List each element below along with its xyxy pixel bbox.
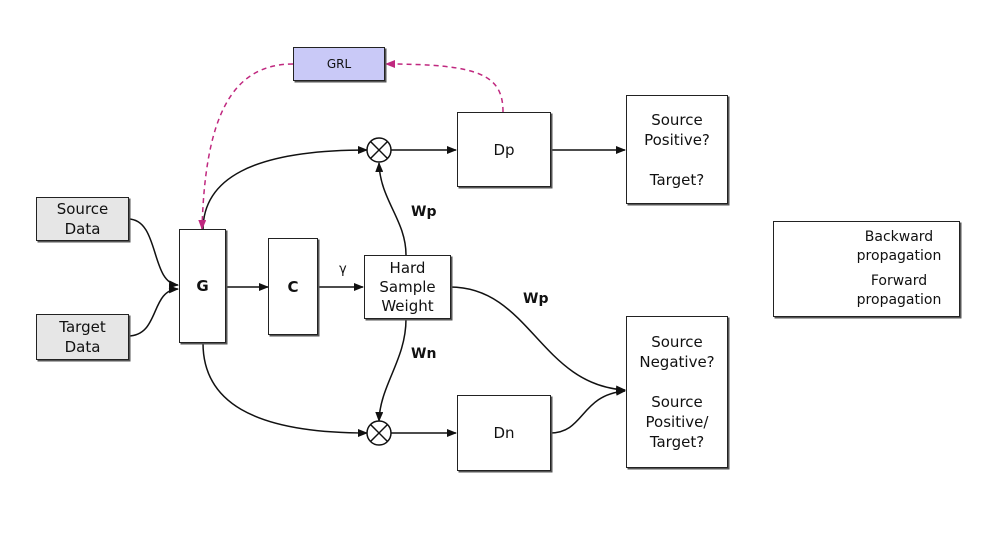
dn-box: Dn bbox=[457, 395, 551, 471]
edge-g-to-mult-top bbox=[202, 146, 368, 231]
edge-hsw-to-mult-top bbox=[375, 162, 407, 256]
positive-output-label: Source Positive? Target? bbox=[644, 110, 710, 189]
multiply-node-top bbox=[366, 137, 392, 163]
edge-source-to-g bbox=[127, 218, 179, 289]
edge-hsw-to-mult-bottom bbox=[375, 318, 407, 422]
wp-upper-label: Wp bbox=[411, 204, 437, 220]
grl-label: GRL bbox=[326, 57, 352, 71]
hard-sample-weight-box: Hard Sample Weight bbox=[364, 255, 451, 319]
negative-output-label: Source Negative? Source Positive/ Target… bbox=[639, 333, 715, 451]
legend-forward-label: Forward propagation bbox=[856, 273, 942, 308]
multiply-node-bottom bbox=[366, 420, 392, 446]
g-box: G bbox=[179, 229, 226, 343]
target-data-label: Target Data bbox=[59, 318, 106, 356]
edge-dn-to-output bbox=[549, 387, 626, 434]
target-data-box: Target Data bbox=[36, 314, 129, 360]
gamma-label: γ bbox=[339, 262, 347, 277]
legend-box: Backward propagation Forward propagation bbox=[773, 221, 960, 317]
edge-g-to-mult-bottom bbox=[202, 342, 368, 437]
dp-label: Dp bbox=[493, 140, 515, 159]
dn-label: Dn bbox=[493, 424, 515, 442]
g-label: G bbox=[196, 277, 209, 295]
source-data-box: Source Data bbox=[36, 197, 129, 241]
edge-dp-to-grl-backward bbox=[385, 60, 504, 113]
hard-sample-weight-label: Hard Sample Weight bbox=[379, 258, 436, 315]
c-label: C bbox=[287, 277, 299, 296]
positive-output-box: Source Positive? Target? bbox=[626, 95, 728, 204]
source-data-label: Source Data bbox=[56, 200, 109, 238]
edge-grl-to-g-backward bbox=[198, 63, 294, 230]
edge-target-to-g bbox=[127, 285, 179, 337]
grl-box: GRL bbox=[293, 47, 385, 81]
wp-right-label: Wp bbox=[523, 291, 549, 307]
dp-box: Dp bbox=[457, 112, 551, 187]
edge-hsw-to-negative-output bbox=[449, 286, 626, 394]
negative-output-box: Source Negative? Source Positive/ Target… bbox=[626, 316, 728, 468]
legend-backward-label: Backward propagation bbox=[856, 229, 942, 264]
c-box: C bbox=[268, 238, 318, 335]
wn-label: Wn bbox=[411, 346, 437, 362]
